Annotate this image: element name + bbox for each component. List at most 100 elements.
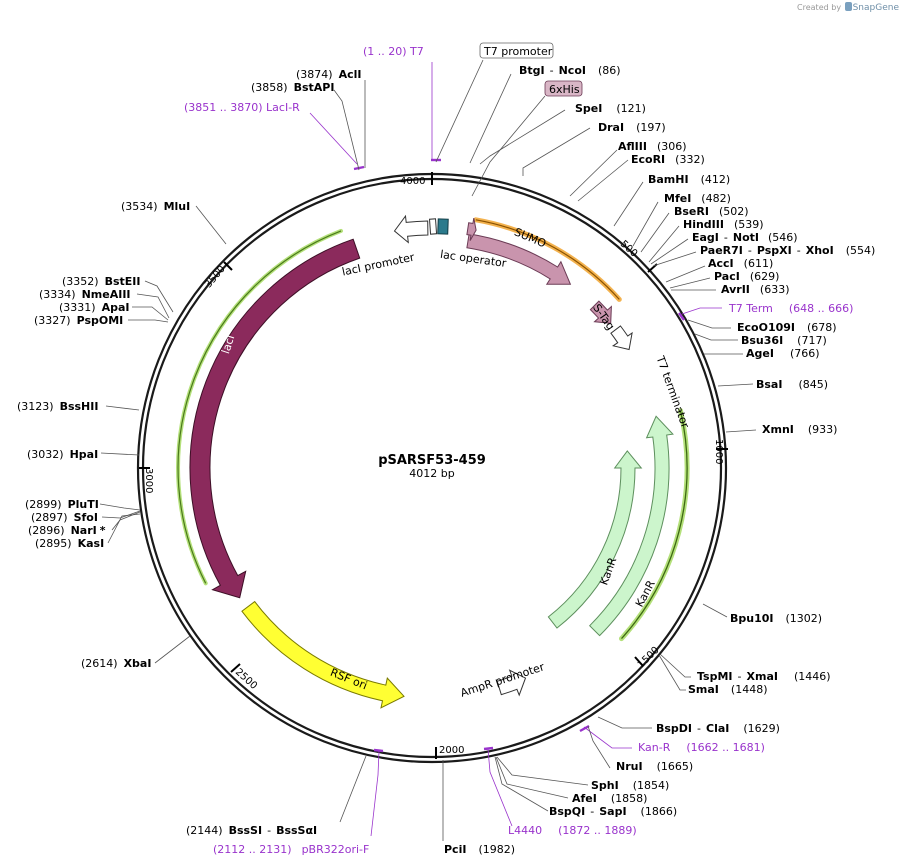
lac-operator-feature-block[interactable] [437,218,449,235]
snapgene-logo-icon [844,2,852,11]
eagi-leader [650,238,689,265]
site-xmni: XmnI(933) [762,423,837,436]
smai-leader [658,654,686,691]
ampr-promoter-feature-arrow[interactable] [496,669,527,697]
his-tag-label-box [544,80,583,97]
site-sphi: SphI(1854) [591,779,669,792]
site-bsssi: (2144)BssSI-BssSαI [186,824,317,837]
tick-label-3500: 3500 [203,264,228,291]
t7-term-leader [681,307,722,315]
t7-promoter-label-box [479,42,554,59]
site-pcii: PciI(1982) [444,843,515,856]
afei-leader [495,756,569,799]
sumo-feature-arrow[interactable] [466,233,572,285]
site-avrii: AvrII(633) [721,283,790,296]
t7-promoter-label: T7 promoter [483,45,553,58]
nrui-leader [587,725,611,769]
sumo-highlight-core [475,219,620,300]
hindIII-leader [648,225,680,263]
mfei-leader [632,201,659,247]
eco0109i-leader [687,319,731,329]
rsf-ori-feature-arrow[interactable] [241,600,405,709]
site-bsteii: (3352)BstEII [62,275,140,288]
bpu10i-leader [702,603,728,618]
site-btgi: BtgI-NcoI(86) [519,64,621,77]
site-nari: (2896)NarI* [28,524,106,537]
nmeaiii-leader [136,293,170,319]
site-nmeaiii: (3334)NmeAIII [39,288,131,301]
laci-r-primer-mark [353,165,365,171]
l4440-primer-mark [483,746,494,751]
drai-leader [522,127,591,176]
pbr322-leader [370,750,380,837]
site-ecori: EcoRI(332) [631,153,705,166]
nari-leader [111,511,141,531]
bsteii-leader [144,280,174,313]
acci-leader [665,265,706,283]
tick-label-2000: 2000 [439,745,464,756]
t7-terminator-feature-arrow[interactable] [610,325,633,351]
kanr-outer-feature-arrow[interactable] [588,415,674,637]
credit-prefix: Created by [797,3,842,12]
btgi-leader [469,73,512,164]
leader-lines [99,59,757,841]
bsu36i-leader [694,333,738,341]
site-sfoi: (2897)SfoI [31,511,98,524]
primer-l4440: L4440(1872 .. 1889) [508,824,637,837]
t7-promoter-leader [435,59,484,163]
tick-label-4000: 4000 [400,176,425,187]
site-hpai: (3032)HpaI [27,448,98,461]
site-bspdi: BspDI-ClaI(1629) [656,722,780,735]
laci-feature-arrow[interactable] [189,238,361,599]
primer-kan-r: Kan-R(1662 .. 1681) [638,741,765,754]
plasmid-name: pSARSF53-459 [378,453,486,468]
tick-label-1000: 1000 [713,439,724,464]
tick-mark-3500 [223,261,233,271]
pspomi-leader [128,319,169,323]
site-plutI: (2899)PluTI [25,498,99,511]
snapgene-credit: Created by SnapGene [797,2,899,13]
s-tag-feature-arrow[interactable] [589,300,612,324]
bamhi-leader [613,181,644,227]
kanr-highlight-core [621,410,688,640]
t7-term-primer-mark [678,312,685,321]
site-agei: AgeI(766) [746,347,820,360]
site-eco0109i: EcoO109I(678) [737,321,837,334]
bstapi-leader [333,89,360,171]
site-bsu36i: Bsu36I(717) [741,334,827,347]
s-tag-label: S-Tag [590,302,617,333]
site-paer7i: PaeR7I-PspXI-XhoI(554) [700,244,875,257]
aflIII-leader [569,149,618,197]
bseri-leader [640,212,670,253]
tick-mark-2500 [230,663,241,673]
kanr-inner-feature-arrow[interactable] [547,450,643,629]
xmni-leader [725,429,757,433]
plutI-leader [99,503,141,511]
plasmid-size: 4012 bp [409,467,454,480]
site-bsshii: (3123)BssHII [17,400,98,413]
site-bamhi: BamHI(412) [648,173,730,186]
paer7i-leader [652,251,697,267]
site-afei: AfeI(1858) [572,792,647,805]
site-mfei: MfeI(482) [664,192,731,205]
hpai-leader [100,452,140,456]
site-pspomi: (3327)PspOMI [34,314,123,327]
primer-pbr322: (2112 .. 2131)pBR322ori-F [213,843,369,856]
sphi-leader [496,756,589,786]
bsssi-leader [339,755,367,823]
bspqi-leader [494,756,549,812]
site-eagi: EagI-NotI(546) [692,231,798,244]
l4440-leader [487,748,513,827]
his-tag-feature-arrow[interactable] [466,218,477,241]
site-spei: SpeI(121) [575,102,646,115]
site-paci: PacI(629) [714,270,779,283]
t7-promoter-feature-block[interactable] [428,218,438,235]
restriction-site-labels: BtgI-NcoI(86) SpeI(121) DraI(197) AflIII… [17,45,875,856]
credit-brand: SnapGene [852,3,899,13]
laci-highlight-core [177,230,342,584]
site-mlui: (3534)MluI [121,200,190,213]
site-bsai: BsaI(845) [756,378,828,391]
site-bpu10i: Bpu10I(1302) [730,612,822,625]
laci-promoter-feature-arrow[interactable] [393,214,429,244]
